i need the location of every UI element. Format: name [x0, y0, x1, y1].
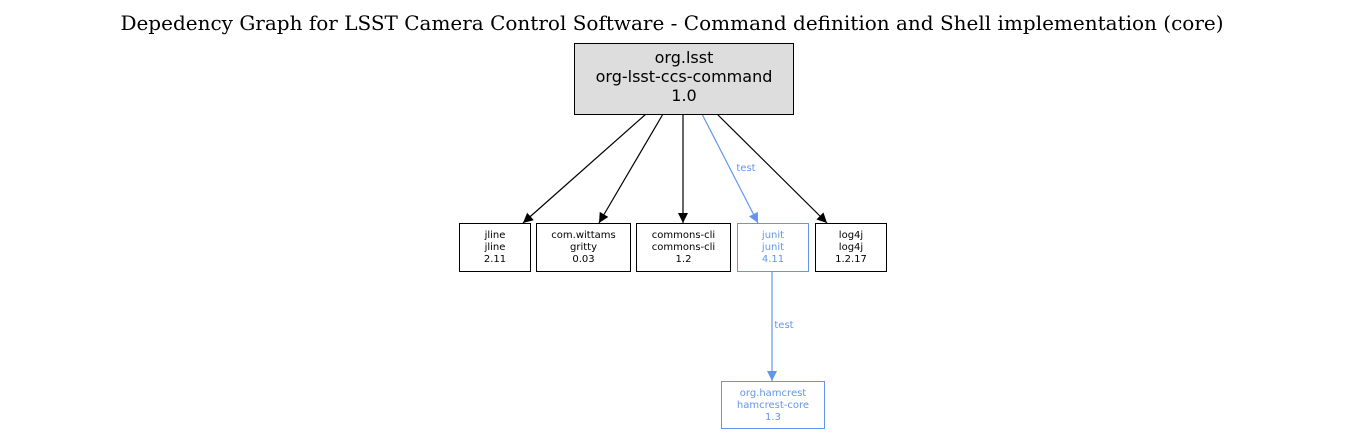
node-group-id: jline: [484, 230, 506, 241]
node-group-id: org.lsst: [655, 48, 714, 67]
node-box-root: [574, 43, 794, 115]
node-version: 1.0: [671, 86, 696, 105]
edges-layer: test test: [522, 113, 828, 381]
node-box-jline: [459, 223, 531, 272]
node-group-id: log4j: [839, 230, 863, 241]
node-group-id: commons-cli: [652, 230, 715, 241]
node-version: 4.11: [762, 254, 784, 265]
node-box-log4j: [815, 223, 887, 272]
edge-root-to-jline: [522, 113, 647, 224]
edge-root-to-junit: [701, 113, 759, 224]
node-box-junit: [737, 223, 809, 272]
node-artifact-id: hamcrest-core: [737, 400, 809, 411]
node-group-id: org.hamcrest: [740, 388, 807, 399]
node-artifact-id: junit: [761, 242, 784, 253]
node-artifact-id: commons-cli: [652, 242, 715, 253]
node-version: 1.2.17: [835, 254, 867, 265]
node-version: 1.2: [676, 254, 692, 265]
node-artifact-id: gritty: [570, 242, 597, 253]
node-box-hamcrest: [721, 381, 825, 429]
node-box-commons-cli: [636, 223, 731, 272]
node-artifact-id: org-lsst-ccs-command: [596, 67, 773, 86]
graph-title: Depedency Graph for LSST Camera Control …: [120, 11, 1223, 35]
node-version: 0.03: [572, 254, 594, 265]
node-group-id: junit: [761, 230, 784, 241]
node-artifact-id: log4j: [839, 242, 863, 253]
edge-label-junit-to-hamcrest: test: [774, 320, 793, 331]
edge-root-to-log4j: [716, 113, 828, 224]
node-group-id: com.wittams: [551, 230, 615, 241]
node-box-gritty: [536, 223, 631, 272]
edge-root-to-gritty: [598, 113, 664, 224]
node-artifact-id: jline: [484, 242, 506, 253]
edge-label-root-to-junit: test: [736, 163, 755, 174]
node-version: 1.3: [765, 412, 781, 423]
node-version: 2.11: [484, 254, 506, 265]
